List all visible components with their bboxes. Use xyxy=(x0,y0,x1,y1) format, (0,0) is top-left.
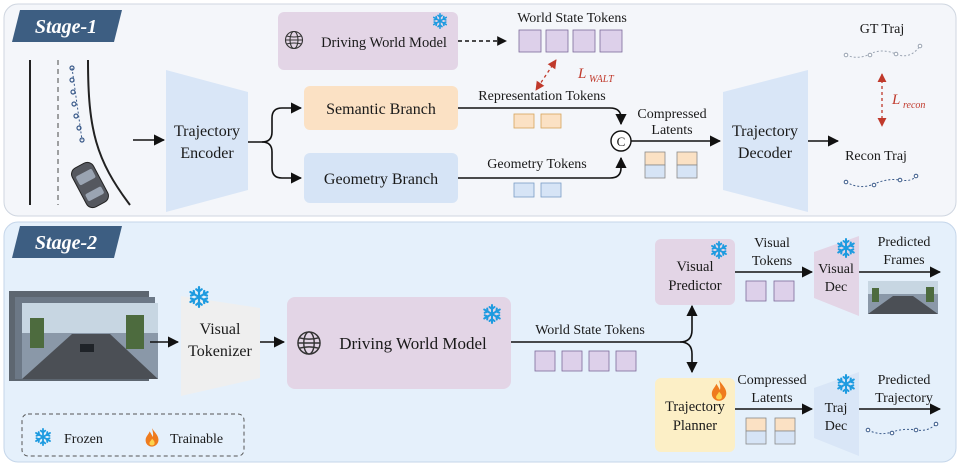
traj-dec-label-2: Dec xyxy=(825,419,848,434)
visual-tokens-label-1: Visual xyxy=(754,236,790,251)
recon-traj-label: Recon Traj xyxy=(845,149,907,164)
visual-token xyxy=(773,280,795,302)
trajectory-encoder-label-2: Encoder xyxy=(180,145,234,162)
trajectory-planner-label-1: Trajectory xyxy=(665,399,726,415)
representation-token xyxy=(513,113,535,129)
world-state-token xyxy=(534,350,556,372)
latent-token-bottom xyxy=(745,430,767,445)
loss-recon-main: L xyxy=(891,92,900,108)
visual-token xyxy=(745,280,767,302)
semantic-branch-box xyxy=(304,86,458,130)
trajectory-decoder-label-1: Trajectory xyxy=(732,123,798,140)
visual-predictor-label-2: Predictor xyxy=(668,278,721,294)
representation-token xyxy=(540,113,562,129)
visual-dec-label-1: Visual xyxy=(818,262,854,277)
stage2-world-state-tokens-label: World State Tokens xyxy=(535,323,645,338)
recon-trajectory-points xyxy=(843,173,919,188)
stage1-compressed-latents-label-2: Latents xyxy=(651,123,692,138)
concat-symbol: C xyxy=(617,134,626,149)
gt-trajectory-curve xyxy=(845,45,921,58)
stage1-badge xyxy=(12,10,122,42)
road-scene-illustration xyxy=(29,59,131,209)
latent-token-top xyxy=(774,417,796,432)
visual-tokenizer-label-1: Visual xyxy=(200,321,241,338)
latent-token-top xyxy=(644,151,666,166)
legend-trainable-label: Trainable xyxy=(170,432,223,447)
stage1-world-state-tokens-label: World State Tokens xyxy=(517,11,627,26)
visual-tokenizer xyxy=(181,296,260,396)
arrow-semantic-to-concat xyxy=(458,107,627,126)
predicted-frames-illustration xyxy=(868,281,938,314)
stage1-panel xyxy=(3,3,957,217)
latent-token-bottom xyxy=(774,430,796,445)
trajectory-encoder xyxy=(166,70,248,212)
world-state-token xyxy=(545,29,569,53)
walt-loss-link xyxy=(535,59,557,91)
ego-car-icon xyxy=(71,161,109,209)
latent-token-top xyxy=(676,151,698,166)
predicted-frames-label-2: Frames xyxy=(883,253,924,268)
stage2-badge xyxy=(12,226,122,258)
latent-token-bottom xyxy=(644,164,666,179)
trajectory-decoder-label-2: Decoder xyxy=(738,145,793,162)
world-state-token xyxy=(561,350,583,372)
stage2-world-model-box xyxy=(287,297,511,389)
arrow-to-trajectory-planner xyxy=(679,341,698,374)
world-state-token xyxy=(615,350,637,372)
visual-predictor-label-1: Visual xyxy=(677,259,714,275)
stage1-title: Stage-1 xyxy=(35,16,97,38)
traj-dec xyxy=(814,372,859,456)
stage1-world-model-box xyxy=(278,12,458,70)
latent-token-top xyxy=(745,417,767,432)
geometry-branch-label: Geometry Branch xyxy=(324,171,438,188)
gt-trajectory-points xyxy=(843,43,923,58)
stage2-compressed-latents-label-2: Latents xyxy=(751,391,792,406)
stage1-world-model-label: Driving World Model xyxy=(321,35,447,51)
stage2-compressed-latent-tokens xyxy=(745,417,796,445)
legend-box xyxy=(21,413,245,457)
legend-frozen-label: Frozen xyxy=(64,432,103,447)
loss-walt-main: L xyxy=(577,66,586,82)
predicted-trajectory-points xyxy=(865,421,939,436)
semantic-branch-label: Semantic Branch xyxy=(326,101,436,118)
trajectory-encoder-label-1: Trajectory xyxy=(174,123,240,140)
geometry-token xyxy=(513,182,535,198)
representation-tokens-label: Representation Tokens xyxy=(478,89,605,104)
stage1-world-state-token-row xyxy=(518,29,623,53)
geometry-branch-box xyxy=(304,153,458,203)
predicted-frames-label-1: Predicted xyxy=(878,235,931,250)
stage2-world-state-token-row xyxy=(534,350,637,372)
arrow-encoder-to-geometry xyxy=(261,141,303,184)
geometry-tokens-label: Geometry Tokens xyxy=(487,157,586,172)
trajectory-decoder xyxy=(723,70,808,212)
loss-recon-sub: recon xyxy=(903,100,925,111)
latent-token-bottom xyxy=(676,164,698,179)
predicted-trajectory-label-2: Trajectory xyxy=(875,391,933,406)
geometry-token xyxy=(540,182,562,198)
visual-dec xyxy=(814,236,859,316)
input-frames-illustration xyxy=(9,291,158,381)
traj-dec-label-1: Traj xyxy=(825,401,848,416)
gt-traj-label: GT Traj xyxy=(860,22,904,37)
stage1-compressed-latents-label-1: Compressed xyxy=(637,107,706,122)
arrow-geometry-to-concat xyxy=(458,156,627,179)
visual-tokens-label-2: Tokens xyxy=(752,254,792,269)
visual-tokenizer-label-2: Tokenizer xyxy=(188,343,252,360)
stage2-title: Stage-2 xyxy=(35,232,97,254)
stage2-compressed-latents-label-1: Compressed xyxy=(737,373,806,388)
visual-dec-label-2: Dec xyxy=(825,280,848,295)
arrow-encoder-to-semantic xyxy=(248,102,303,143)
world-state-token xyxy=(572,29,596,53)
predicted-trajectory-curve xyxy=(867,423,937,435)
trajectory-planner-label-2: Planner xyxy=(673,418,717,434)
world-state-token xyxy=(588,350,610,372)
predicted-trajectory-label-1: Predicted xyxy=(878,373,931,388)
world-state-token xyxy=(518,29,542,53)
stage1-compressed-latent-tokens xyxy=(644,151,698,179)
world-state-token xyxy=(599,29,623,53)
recon-trajectory-curve xyxy=(845,175,917,188)
loss-walt-sub: WALT xyxy=(589,74,615,85)
stage2-world-model-label: Driving World Model xyxy=(339,334,487,353)
